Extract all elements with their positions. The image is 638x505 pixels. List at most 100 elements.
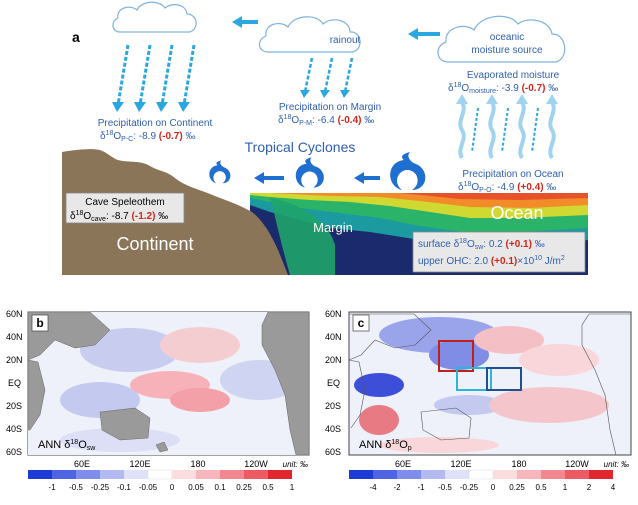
svg-text:-0.05: -0.05 — [139, 483, 158, 492]
cave-speleothem-value: δ18Ocave: -8.7 (-1.2) ‰ — [70, 210, 168, 223]
evaporated-moisture-title: Evaporated moisture — [467, 70, 560, 81]
panel-b-colorbar-ticks: -1 -0.5 -0.25 -0.1 -0.05 0 0.05 0.1 0.25… — [48, 483, 294, 492]
svg-text:1: 1 — [563, 483, 568, 492]
precip-continent-title: Precipitation on Continent — [98, 118, 213, 129]
rain-arrowheads-continent — [112, 102, 190, 112]
panel-b-map: 60N 40N 20N EQ 20S 40S 60S 60E 120E 180 … — [6, 309, 310, 492]
panel-c-label-box — [352, 314, 370, 332]
svg-text:4: 4 — [611, 483, 616, 492]
panel-b-lat-60s: 60S — [6, 447, 22, 457]
panel-c-lat-40n: 40N — [325, 332, 342, 342]
continent-label: Continent — [116, 234, 193, 254]
precip-margin-title: Precipitation on Margin — [279, 102, 381, 113]
panel-c-map: 60N 40N 20N EQ 20S 40S 60S 60E 120E 180 … — [325, 309, 632, 492]
rain-arrows-continent — [116, 44, 196, 106]
svg-text:0: 0 — [170, 483, 175, 492]
panel-a-label: a — [72, 29, 80, 45]
panel-c-colorbar — [349, 469, 613, 480]
svg-text:-1: -1 — [417, 483, 425, 492]
surface-delta-value: surface δ18Osw: 0.2 (+0.1) ‰ — [418, 238, 545, 251]
svg-text:0.25: 0.25 — [236, 483, 252, 492]
svg-text:2: 2 — [587, 483, 592, 492]
precip-continent-value: δ18OP-C: -8.9 (-0.7) ‰ — [100, 130, 195, 143]
panel-b-landmasses — [27, 311, 310, 456]
evaporation-wavy-arrows — [458, 100, 556, 160]
svg-text:0.5: 0.5 — [262, 483, 274, 492]
svg-text:-0.25: -0.25 — [460, 483, 479, 492]
panel-c-lon-120w: 120W — [565, 459, 589, 469]
panel-b-lat-40n: 40N — [6, 332, 23, 342]
cyclone-path-arrowhead-2 — [254, 172, 264, 184]
cloud-ocean-label-line2: moisture source — [471, 45, 543, 56]
svg-text:0: 0 — [491, 483, 496, 492]
cyclone-path-arrowhead-1 — [354, 172, 364, 184]
upper-ohc-value: upper OHC: 2.0 (+0.1)×1010 J/m2 — [418, 255, 565, 267]
cyclone-icon-large — [390, 152, 426, 190]
cyclone-icon-medium — [295, 157, 324, 188]
svg-text:-4: -4 — [369, 483, 377, 492]
panel-b-lon-180: 180 — [190, 459, 205, 469]
svg-text:0.5: 0.5 — [535, 483, 547, 492]
panel-c-lon-60e: 60E — [395, 459, 411, 469]
cloud-rainout-label: rainout — [330, 35, 361, 46]
svg-text:-0.5: -0.5 — [438, 483, 452, 492]
panel-b-lat-40s: 40S — [6, 424, 22, 434]
panel-c-lat-20n: 20N — [325, 355, 342, 365]
rain-arrowheads-margin — [300, 90, 350, 98]
panel-c-unit-label: unit: ‰ — [604, 460, 629, 469]
panel-c-lon-180: 180 — [511, 459, 526, 469]
red-surface-layer — [400, 193, 588, 200]
ocean-label: Ocean — [490, 203, 543, 223]
evaporation-arrowheads — [456, 94, 558, 104]
panel-c-coastlines — [348, 313, 631, 456]
transport-arrowhead-right — [408, 28, 418, 40]
panel-b-label: b — [36, 316, 43, 330]
svg-text:-0.5: -0.5 — [69, 483, 83, 492]
panel-b-colorbar — [28, 469, 292, 480]
panel-c-lat-40s: 40S — [325, 424, 341, 434]
cave-speleothem-title: Cave Speleothem — [85, 197, 165, 208]
evaporated-moisture-value: δ18Omoisture: -3.9 (-0.7) ‰ — [448, 82, 558, 95]
svg-text:0.25: 0.25 — [509, 483, 525, 492]
precip-margin-value: δ18OP-M: -6.4 (-0.4) ‰ — [278, 114, 374, 127]
svg-text:-0.25: -0.25 — [91, 483, 110, 492]
panel-b-label-box — [31, 314, 49, 332]
margin-shelf — [270, 197, 335, 275]
panel-c-annotation: ANN δ18Op — [359, 439, 412, 452]
panel-b-lat-60n: 60N — [6, 309, 23, 319]
panel-c-lat-60s: 60S — [325, 447, 341, 457]
rain-arrows-ocean — [471, 107, 539, 153]
cyclone-icon-small — [209, 160, 231, 184]
panel-b-lon-120e: 120E — [129, 459, 150, 469]
region-box-navy — [486, 367, 522, 391]
svg-text:-1: -1 — [48, 483, 56, 492]
svg-text:-2: -2 — [393, 483, 401, 492]
panel-b-lon-60e: 60E — [74, 459, 90, 469]
cloud-ocean-label-line1: oceanic — [490, 32, 524, 43]
cloud-ocean — [437, 15, 566, 63]
cloud-rainout — [258, 16, 361, 53]
panel-b-unit-label: unit: ‰ — [283, 460, 308, 469]
surface-ohc-box — [412, 231, 586, 273]
panel-b-lat-eq: EQ — [8, 378, 21, 388]
margin-label: Margin — [313, 220, 353, 235]
svg-text:0.1: 0.1 — [214, 483, 226, 492]
svg-text:0.05: 0.05 — [188, 483, 204, 492]
region-box-cyan — [456, 367, 492, 391]
tropical-cyclones-label: Tropical Cyclones — [245, 139, 356, 155]
svg-text:1: 1 — [290, 483, 295, 492]
panel-a-diagram: a rainout oceanic moisture source — [62, 1, 588, 275]
panel-c-lat-eq: EQ — [327, 378, 340, 388]
panel-b-lat-20s: 20S — [6, 401, 22, 411]
panel-c-lon-120e: 120E — [450, 459, 471, 469]
panel-b-annotation: ANN δ18Osw — [38, 439, 96, 452]
transport-arrowhead-left — [232, 16, 242, 28]
panel-b-lon-120w: 120W — [244, 459, 268, 469]
panel-c-label: c — [358, 316, 365, 330]
cloud-continent — [112, 1, 197, 33]
panel-c-lat-20s: 20S — [325, 401, 341, 411]
cave-speleothem-box — [65, 192, 185, 224]
precip-ocean-title: Precipitation on Ocean — [462, 169, 563, 180]
panel-c-lat-60n: 60N — [325, 309, 342, 319]
precip-ocean-value: δ18OP-O: -4.9 (+0.4) ‰ — [458, 181, 556, 194]
